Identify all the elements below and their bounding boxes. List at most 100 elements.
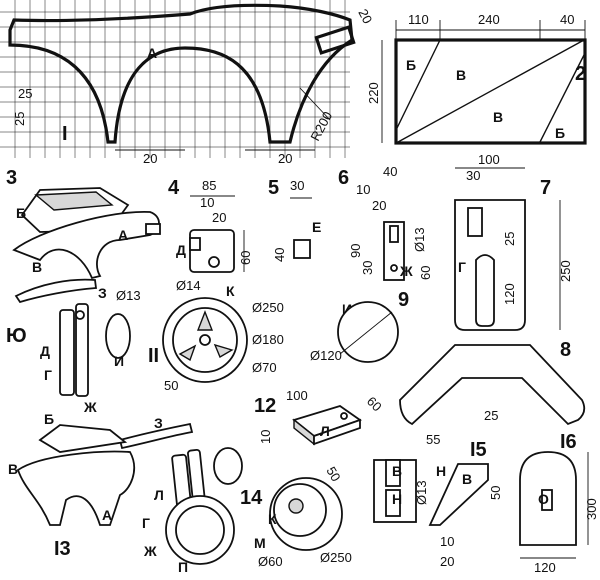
dim-10-fig6: 10 [356,182,370,197]
dim-40-fig6: 40 [383,164,397,179]
dim-55: 55 [426,432,440,447]
part-label-zh-fig6: Ж [399,263,413,279]
part-label-n-fig15b: Н [436,463,446,479]
figure-6-slotted-bar: 6 40 10 20 90 30 Ж Ø13 60 [338,164,433,281]
part-label-p-fig13: П [178,559,188,575]
dim-r200: R200 [307,109,335,143]
figure-number-7: 7 [540,177,551,199]
figure-12-block: 12 100 Л 10 60 [254,388,385,446]
dim-300: 300 [584,498,599,520]
dim-85: 85 [202,178,216,193]
part-label-zh-fig13: Ж [143,543,157,559]
dim-10-fig15: 10 [440,534,454,549]
part-label-k-fig14: К [268,511,277,527]
dim-25-fig7: 25 [502,232,517,246]
dim-10-fig4: 10 [200,195,214,210]
part-label-a-fig13: А [102,507,112,523]
part-label-v-fig15a: В [392,463,402,479]
figure-3-seat-assembly: 3 Б А В [6,167,161,280]
figure-number-2: 2 [575,63,586,85]
dim-60-fig12: 60 [364,394,385,415]
dim-20-fig4: 20 [212,210,226,225]
part-label-d: Д [176,242,186,258]
dim-250-fig7: 250 [558,260,573,282]
figure-1-body-panel: А I 25 25 20 20 R200 20 [0,0,375,166]
part-label-b-top: Б [406,57,416,73]
figure-number-5: 5 [268,177,279,199]
part-label-v-fig13: В [8,461,18,477]
figure-2-cutting-layout: 110 240 40 220 Б В В Б 2 [366,12,587,145]
figure-14-wheel-hub: 14 50 К М Ø60 Ø250 [240,464,352,569]
part-label-d-fig10: Д [40,343,50,359]
dim-dia13-fig11: Ø13 [116,288,141,303]
dim-dia60: Ø60 [258,554,283,569]
dim-100-fig7: 100 [478,152,500,167]
part-label-v-bottom: В [493,109,503,125]
dim-40: 40 [560,12,574,27]
figure-number-6: 6 [338,167,349,189]
part-label-g-fig7: Г [458,259,466,275]
part-label-z-fig10: З [98,285,107,301]
dim-50-fig14: 50 [323,464,343,484]
dim-100-fig12: 100 [286,388,308,403]
figure-10-fork-assembly: З Ю Д Г Ж И [6,278,131,415]
part-label-z-fig13: З [154,415,163,431]
dim-20-fig6: 20 [372,198,386,213]
dim-20-left: 20 [143,151,157,166]
dim-60-fig6: 60 [418,266,433,280]
dim-10-fig12: 10 [258,430,273,444]
dim-dia120: Ø120 [310,348,342,363]
dim-dia70: Ø70 [252,360,277,375]
dim-30-fig7: 30 [466,168,480,183]
dim-20-right: 20 [278,151,292,166]
figure-5-block: 5 30 Е 40 [268,177,321,262]
figure-number-8: 8 [560,339,571,361]
dim-120-fig16: 120 [534,560,556,575]
figure-number-16: I6 [560,431,577,453]
figure-1-grid [0,0,350,158]
dim-25-fig8: 25 [484,408,498,423]
part-label-i-fig9: И [342,301,352,317]
dim-dia250-fig14: Ø250 [320,550,352,565]
part-label-k-fig11: К [226,283,235,299]
figure-number-12: 12 [254,395,276,417]
dim-50-fig11: 50 [164,378,178,393]
dim-120-fig7: 120 [502,283,517,305]
dim-dia180: Ø180 [252,332,284,347]
part-label-g-fig10: Г [44,367,52,383]
part-label-v-top: В [456,67,466,83]
dim-dia14: Ø14 [176,278,201,293]
figure-number-13: I3 [54,538,71,560]
body-panel-outline [8,3,354,144]
figure-15-mount-block: 55 I5 В Н Ø13 В Н 50 10 20 [373,432,503,569]
figure-number-14: 14 [240,487,263,509]
figure-4-bracket: 4 85 10 20 Д Ø14 60 [168,177,253,293]
dim-30-fig5: 30 [290,178,304,193]
figure-number-3: 3 [6,167,17,189]
part-label-m-fig14: М [254,535,266,551]
part-label-v-fig15b: В [462,471,472,487]
figure-11-wheel: Ø13 К Ø250 Ø180 Ø70 II 50 [116,283,284,393]
dim-90: 90 [348,244,363,258]
figure-number-9: 9 [398,289,409,311]
part-label-i-fig10: И [114,353,124,369]
figure-16-rounded-plate: I6 О 300 120 [519,431,599,575]
dim-220: 220 [366,82,381,104]
part-label-zh-fig10: Ж [83,399,97,415]
figure-8-chevron: 8 З 25 [399,339,586,426]
part-label-e: Е [312,219,321,235]
dim-25-side: 25 [12,112,27,126]
dim-dia13-fig6: Ø13 [412,227,427,252]
figure-number-15: I5 [470,439,487,461]
figure-number-11: II [148,345,159,367]
dim-20-slot: 20 [355,6,375,26]
cutting-layout-board [394,38,587,145]
part-label-b-bottom: Б [555,125,565,141]
part-label-b-fig13: Б [44,411,54,427]
part-label-a: А [147,45,157,61]
dim-110: 110 [408,12,429,27]
part-label-v-fig3: В [32,259,42,275]
figure-9-disc: 9 И Ø120 [310,289,409,363]
figure-number-4: 4 [168,177,180,199]
